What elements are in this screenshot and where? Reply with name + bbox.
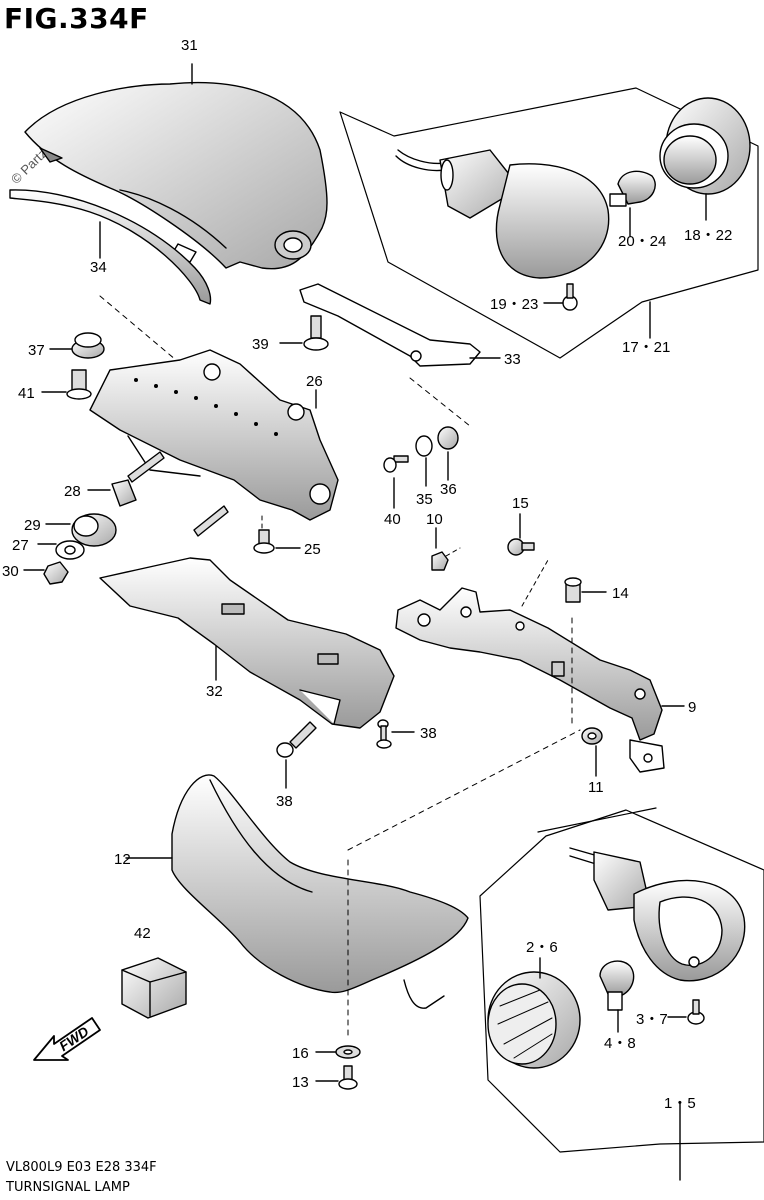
rear-turn-signal-lamp[interactable] [395,149,610,279]
part-15-bolt[interactable] [507,538,535,556]
part-10-nut[interactable] [431,551,449,571]
callout-2-6: 2・6 [526,939,558,956]
callout-15: 15 [512,495,529,512]
callout-40: 40 [384,511,401,528]
part-36-bush[interactable] [437,426,459,450]
callout-10: 10 [426,511,443,528]
front-bulb-4-8[interactable] [599,960,635,1011]
part-41-collar[interactable] [66,369,92,400]
stud-bolts[interactable] [127,451,229,537]
part-26-bracket[interactable] [89,349,339,521]
callout-37: 37 [28,342,45,359]
callout-20-24: 20・24 [618,233,666,250]
part-17-21-box [339,87,759,359]
callout-18-22: 18・22 [684,227,732,244]
part-13-screw[interactable] [338,1065,358,1090]
part-16-washer[interactable] [335,1045,361,1059]
front-lens-2-6[interactable] [487,971,581,1069]
callout-11: 11 [588,779,604,796]
callout-9: 9 [688,699,696,716]
front-turn-signal-lamp[interactable] [569,847,746,982]
callout-33: 33 [504,351,521,368]
part-14-collar[interactable] [564,577,582,603]
part-42-relay[interactable] [121,957,187,1019]
part-28-spacer[interactable] [111,479,137,507]
part-40-screw[interactable] [383,455,409,473]
figure-name: TURNSIGNAL LAMP [6,1180,130,1195]
part-1-5-box [479,809,764,1153]
part-35-washer[interactable] [415,435,433,457]
callout-36: 36 [440,481,457,498]
part-27-washer[interactable] [55,540,85,560]
callout-1-5: 1・5 [664,1095,696,1112]
part-33-stay[interactable] [299,283,481,367]
callout-17-21: 17・21 [622,339,670,356]
part-29-cushion[interactable] [71,513,117,547]
callout-38-b: 38 [276,793,293,810]
callout-29: 29 [24,517,41,534]
callout-42: 42 [134,925,151,942]
callout-26: 26 [306,373,323,390]
part-31-fender-cover[interactable] [24,81,328,270]
part-37-grommet[interactable] [71,332,105,359]
callout-4-8: 4・8 [604,1035,636,1052]
rear-bulb-20-24[interactable] [609,170,656,207]
screw-3-7[interactable] [687,999,705,1025]
callout-35: 35 [416,491,433,508]
part-11-nut[interactable] [581,727,603,745]
part-32-plate[interactable] [99,557,395,729]
callout-labels: 31 34 37 41 39 26 33 28 29 27 30 25 40 3… [2,37,732,1112]
callout-27: 27 [12,537,29,554]
rear-lens-18-22[interactable] [659,97,751,195]
callout-28: 28 [64,483,81,500]
figure-title: FIG.334F [4,2,149,35]
part-39-bolt[interactable] [303,315,329,351]
callout-38-a: 38 [420,725,437,742]
part-38-screw-lower[interactable] [276,721,317,758]
part-25-bolt[interactable] [253,529,275,554]
figure-code: VL800L9 E03 E28 334F [6,1160,157,1175]
callout-16: 16 [292,1045,309,1062]
callout-31: 31 [181,37,198,54]
part-34-trim[interactable] [9,189,212,305]
callout-34: 34 [90,259,107,276]
part-30-nut[interactable] [43,561,69,585]
callout-12: 12 [114,851,131,868]
part-9-bracket[interactable] [395,587,665,773]
callout-14: 14 [612,585,629,602]
callout-3-7: 3・7 [636,1011,668,1028]
callout-25: 25 [304,541,321,558]
fwd-arrow [33,1017,101,1061]
part-38-screw-upper[interactable] [376,719,392,749]
callout-13: 13 [292,1074,309,1091]
screw-19-23[interactable] [562,283,578,311]
callout-39: 39 [252,336,269,353]
callout-41: 41 [18,385,35,402]
callout-19-23: 19・23 [490,296,538,313]
callout-32: 32 [206,683,223,700]
part-12-cover[interactable] [171,774,469,1009]
callout-30: 30 [2,563,19,580]
